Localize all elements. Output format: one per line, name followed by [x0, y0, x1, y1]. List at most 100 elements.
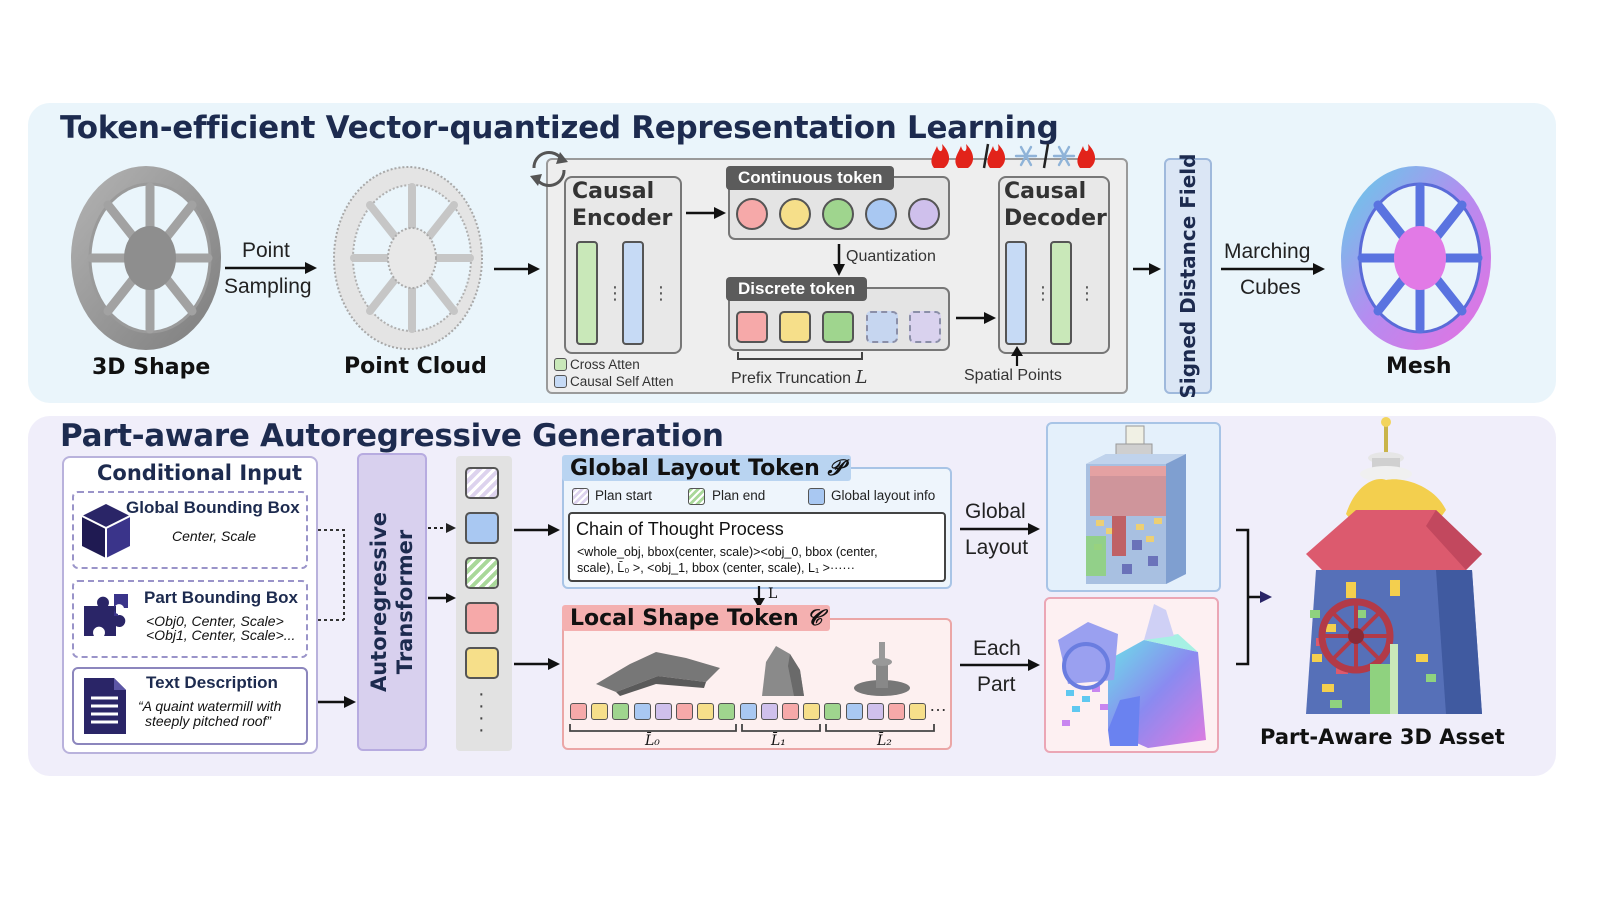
marching-label-2: Cubes	[1240, 276, 1301, 299]
encoder-title-line2: Encoder	[572, 206, 673, 231]
stack-token-3	[465, 602, 499, 634]
arrow-encoder-to-tokens	[686, 207, 726, 219]
fire-snowflake-training-icons	[931, 143, 1096, 169]
legend-cross-swatch	[554, 358, 567, 371]
shape-token-6	[697, 703, 715, 720]
condition-connectors	[318, 529, 356, 708]
discrete-token-2	[822, 311, 854, 343]
L2-label: L̄₂	[877, 733, 892, 749]
tower-part-render	[762, 646, 804, 696]
stack-token-4	[465, 647, 499, 679]
shape-token-5	[676, 703, 693, 720]
encoder-self-atten-bar	[622, 241, 644, 345]
continuous-token-1	[779, 198, 811, 230]
continuous-token-2	[822, 198, 854, 230]
decoder-title-line2: Decoder	[1004, 206, 1107, 231]
marching-label-1: Marching	[1224, 240, 1311, 263]
L1-label: L̄₁	[771, 733, 786, 749]
L0-label: L̄₀	[645, 733, 660, 749]
shape-token-16	[909, 703, 927, 720]
asset-label: Part-Aware 3D Asset	[1260, 725, 1505, 749]
shape-token-12	[824, 703, 842, 720]
layout-to-shape-arrow	[753, 586, 765, 608]
arrow-L-label: L	[768, 586, 778, 602]
global-layout-label-2: Layout	[965, 536, 1029, 559]
shape-token-1	[591, 703, 609, 720]
spatial-points-label: Spatial Points	[964, 367, 1062, 384]
shape-token-9	[760, 703, 778, 720]
prefix-symbol: L	[855, 367, 868, 388]
puzzle-icon	[84, 594, 128, 636]
global-layout-tag: Global Layout Token 𝒫	[562, 455, 852, 481]
token-row-ellipsis: …	[929, 695, 947, 715]
encoder-dots-1: ⋮	[606, 283, 624, 303]
plan-end-label: Plan end	[712, 488, 766, 503]
part-bbox-line1: <Obj0, Center, Scale>	[146, 613, 284, 629]
discrete-token-0	[736, 311, 768, 343]
wheel-shape-3d	[71, 166, 221, 350]
prefix-truncation-label: Prefix Truncation L	[731, 367, 867, 388]
text-desc-title: Text Description	[146, 673, 278, 692]
encoder-title: Causal Encoder	[572, 178, 672, 232]
continuous-token-3	[865, 198, 897, 230]
point-sampling-label-1: Point	[242, 239, 290, 262]
document-icon	[84, 678, 126, 734]
cot-box	[568, 512, 946, 582]
prefix-truncation-text: Prefix Truncation	[731, 370, 852, 387]
sdf-label: Signed Distance Field	[1176, 153, 1200, 399]
refresh-cycle-icon	[530, 150, 568, 188]
global-layout-title: Global Layout Token	[570, 456, 820, 481]
shape-token-13	[845, 703, 863, 720]
point-sampling-label-2: Sampling	[224, 275, 312, 298]
shape-token-11	[803, 703, 821, 720]
stack-ellipsis: ····	[478, 683, 485, 741]
sdf-box	[1164, 158, 1212, 394]
part-bbox-card	[72, 580, 308, 658]
shape-token-0	[570, 703, 587, 720]
local-shape-symbol: 𝒞	[806, 605, 823, 631]
transformer-output-arrows	[428, 523, 456, 603]
mesh-wheel	[1341, 166, 1491, 350]
transformer-label: Autoregressive Transformer	[366, 512, 418, 692]
global-layout-symbol: 𝒫	[827, 455, 844, 481]
global-bbox-sub: Center, Scale	[172, 528, 257, 544]
shape-token-14	[866, 703, 884, 720]
transformer-label-line1: Autoregressive	[367, 511, 391, 693]
continuous-token-4	[908, 198, 940, 230]
discrete-token-1	[779, 311, 811, 343]
text-desc-quote1: “A quaint watermill with	[138, 698, 282, 714]
legend-cross-label: Cross Atten	[570, 357, 640, 372]
sampling-arrow	[225, 262, 317, 274]
shape-token-7	[718, 703, 736, 720]
legend-causal-label: Causal Self Atten	[570, 374, 674, 389]
discrete-token-tag: Discrete token	[726, 277, 868, 301]
decoder-dots-2: ⋮	[1078, 283, 1096, 303]
bottom-panel-title: Part-aware Autoregressive Generation	[60, 418, 724, 454]
truncated-token-0	[866, 311, 898, 343]
decoder-title: Causal Decoder	[1004, 178, 1107, 232]
top-panel-title: Token-efficient Vector-quantized Represe…	[60, 110, 1059, 146]
conditional-input-title: Conditional Input	[97, 461, 303, 485]
encoder-title-line1: Causal	[572, 179, 655, 204]
global-bbox-title: Global Bounding Box	[126, 498, 300, 517]
quantization-arrow	[833, 244, 845, 276]
text-description-card	[72, 667, 308, 745]
shape-label: 3D Shape	[92, 355, 211, 380]
global-bbox-card	[72, 491, 308, 569]
legend-causal-swatch	[554, 375, 567, 388]
spire-part-render	[854, 642, 910, 696]
bbox-layout-render	[1086, 425, 1186, 584]
point-cloud-wheel	[333, 166, 483, 350]
plan-end-swatch	[688, 488, 705, 505]
marching-arrow	[1221, 263, 1325, 275]
quantization-label: Quantization	[846, 248, 936, 265]
global-layout-arrow	[960, 523, 1040, 535]
roof-part-render	[596, 652, 720, 696]
decoder-self-atten-bar	[1005, 241, 1027, 345]
text-desc-quote2: steeply pitched roof”	[145, 713, 272, 729]
part-renders	[596, 642, 910, 696]
decoder-title-line1: Causal	[1004, 179, 1087, 204]
shape-token-3	[633, 703, 651, 720]
truncated-token-1	[909, 311, 941, 343]
cube-icon	[81, 504, 131, 558]
